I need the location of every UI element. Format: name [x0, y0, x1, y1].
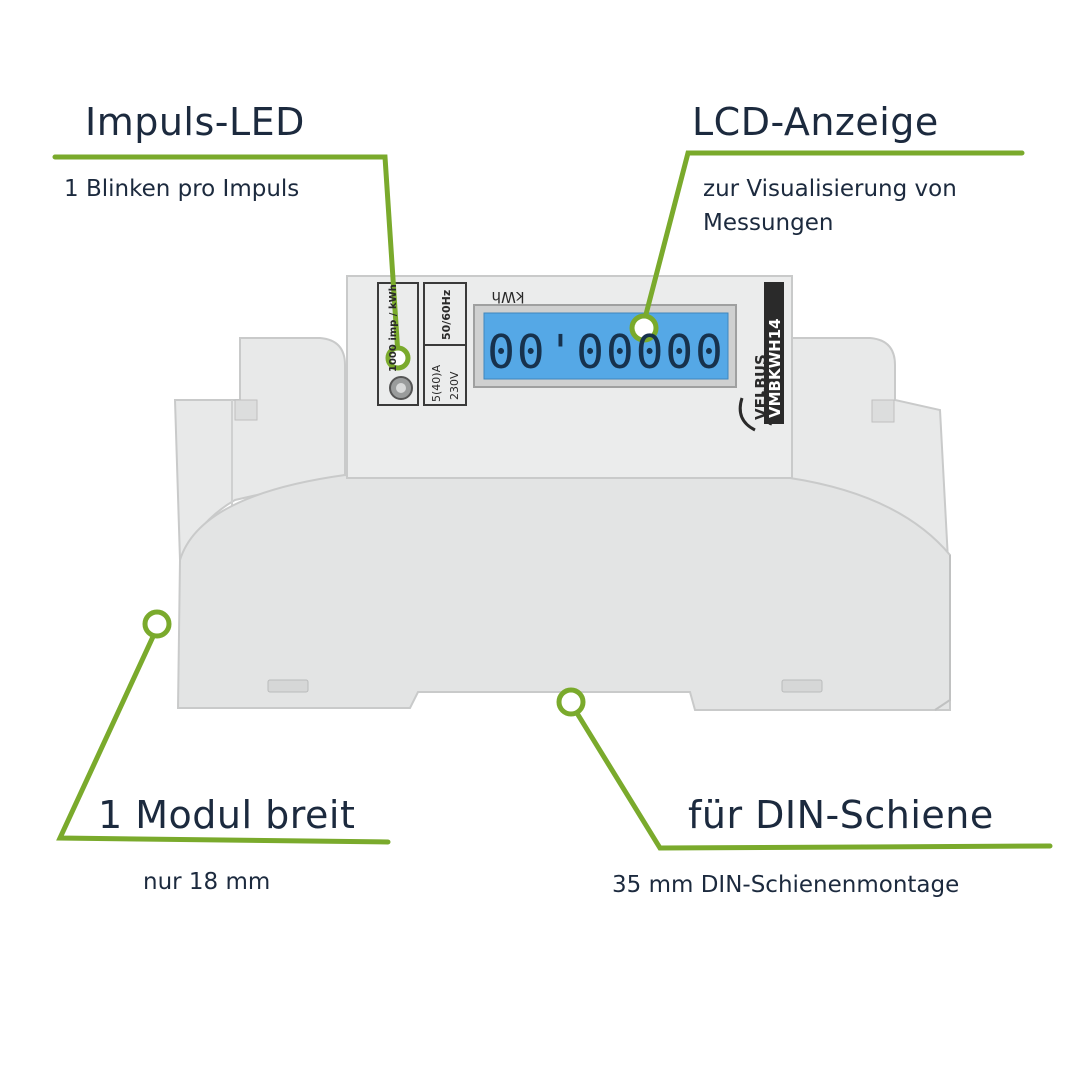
modul-subtitle: nur 18 mm — [143, 869, 271, 895]
din-subtitle: 35 mm DIN-Schienenmontage — [612, 872, 960, 898]
callout-dots — [142, 313, 659, 717]
frequency-label: 50/60Hz — [440, 290, 453, 340]
din-title: für DIN-Schiene — [688, 793, 994, 837]
impuls-led-title: Impuls-LED — [85, 100, 305, 144]
lcd-reading: 00'00000 — [487, 325, 725, 379]
callout-lines — [52, 150, 1053, 851]
lcd-subtitle-line2: Messungen — [703, 210, 834, 236]
current-label: 5(40)A — [430, 364, 443, 402]
model-label: VMBKWH14 — [766, 318, 784, 418]
modul-title: 1 Modul breit — [98, 793, 356, 837]
unit-label: kWh — [491, 288, 524, 306]
lcd-screen — [483, 312, 729, 380]
housing-body — [176, 473, 951, 711]
pulse-rate-label: 1000 imp / kWh — [388, 284, 399, 372]
impuls-led-subtitle: 1 Blinken pro Impuls — [64, 176, 300, 202]
voltage-label: 230V — [448, 371, 461, 400]
lcd-title: LCD-Anzeige — [692, 100, 939, 144]
lcd-subtitle-line1: zur Visualisierung von — [703, 176, 957, 202]
